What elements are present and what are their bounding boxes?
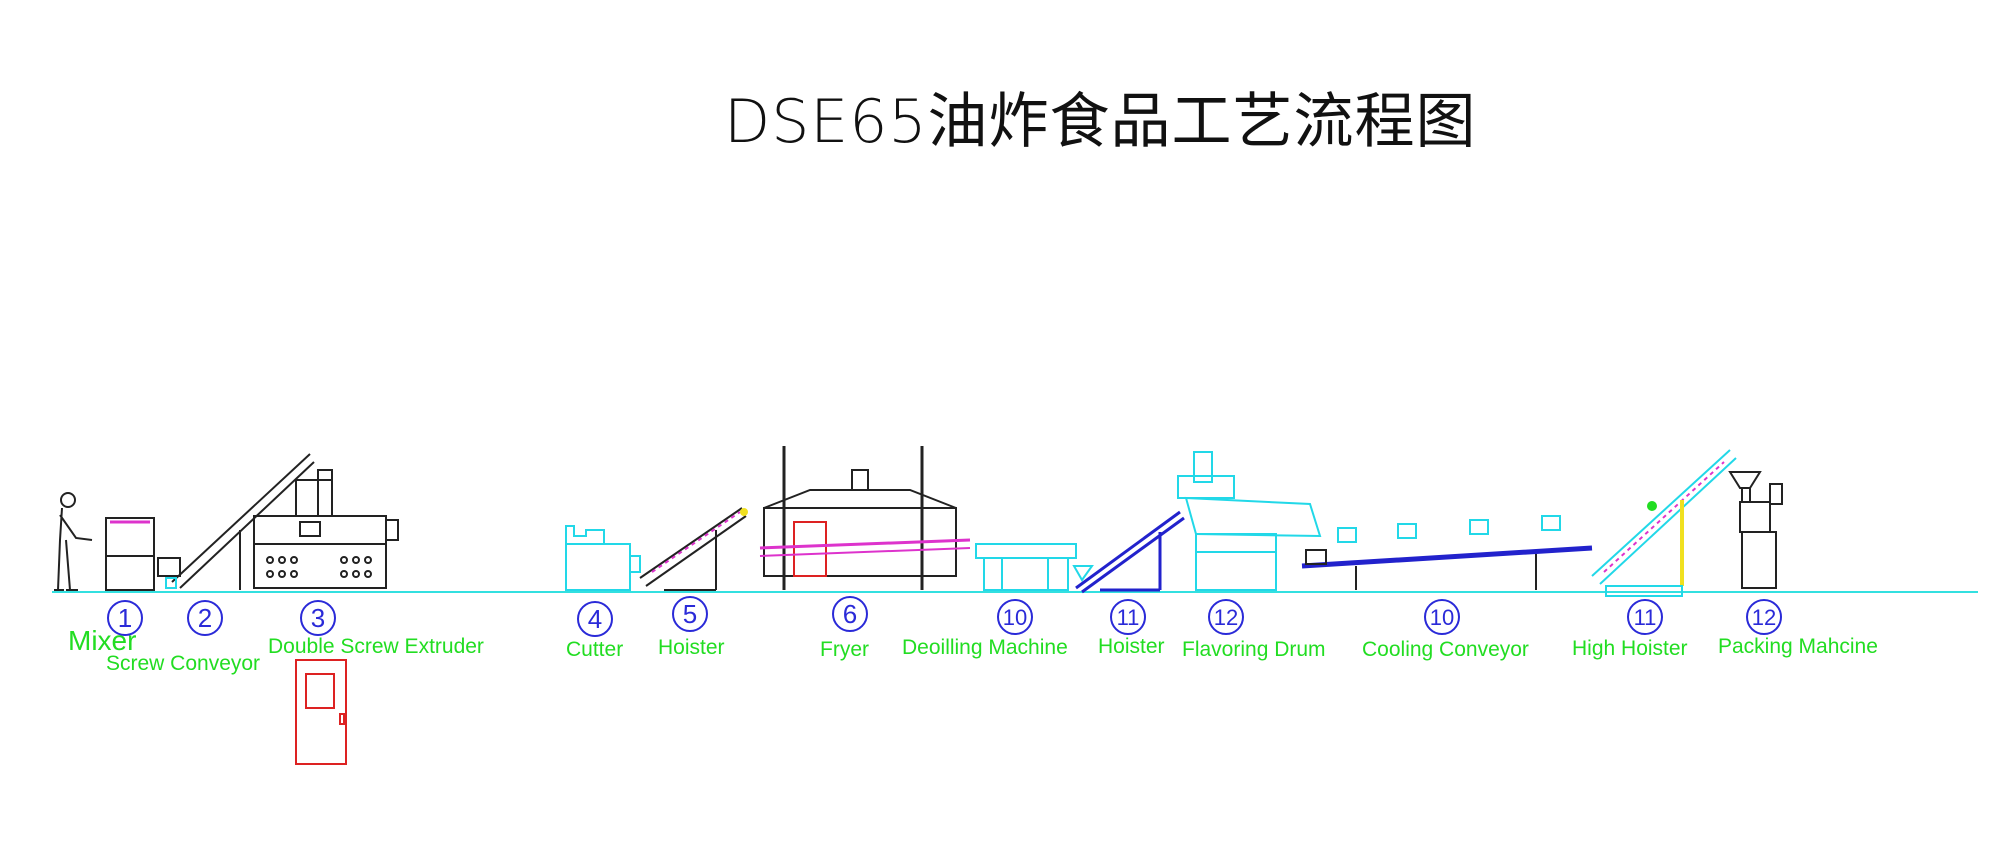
station-5: 5 Hoister [658,596,725,659]
operator-figure [54,492,93,591]
door-symbol [295,659,347,765]
station-number: 4 [588,604,602,634]
station-10: 10 Cooling Conveyor [1362,599,1529,661]
station-number: 2 [198,603,212,633]
station-label: Hoister [1098,635,1165,658]
flavoring-drum-machine [1177,451,1322,591]
station-label: Cooling Conveyor [1362,638,1529,661]
station-label: Double Screw Extruder [268,635,484,658]
station-11: 11 High Hoister [1572,599,1688,660]
fryer-machine [759,446,971,590]
station-number: 10 [1003,605,1027,630]
station-label: High Hoister [1572,637,1688,660]
cooling-conveyor-machine [1301,515,1593,590]
station-number: 12 [1214,605,1238,630]
deoiling-machine [975,543,1077,591]
station-6: 6 Fryer [820,596,869,661]
station-7: 10 Deoilling Machine [902,599,1068,659]
station-number: 12 [1752,605,1776,630]
high-hoister-machine [1591,449,1737,597]
hoister-blue-machine [1072,510,1185,594]
station-number: 6 [843,599,857,629]
station-number: 10 [1430,605,1454,630]
station-label: Flavoring Drum [1182,638,1326,661]
screw-conveyor-machine [157,453,315,590]
station-2: 2 Screw Conveyor [106,600,260,675]
cutter-machine [565,525,641,591]
station-9: 12 Flavoring Drum [1182,599,1326,661]
station-number: 11 [1634,605,1657,630]
station-label: Cutter [566,638,623,661]
station-number: 1 [118,603,132,633]
station-label: Mixer [68,625,136,656]
packing-machine [1728,471,1783,589]
station-number: 5 [683,599,697,629]
hoister-machine [639,507,748,591]
station-label: Hoister [658,636,725,659]
station-label: Screw Conveyor [106,652,260,675]
mixer-machine [105,517,155,591]
station-label: Packing Mahcine [1718,635,1878,658]
station-number: 11 [1117,605,1140,630]
station-12: 12 Packing Mahcine [1718,599,1878,658]
diagram-title: DSE65油炸食品工艺流程图 [724,87,1477,157]
station-label: Fryer [820,638,869,661]
extruder-machine [253,469,399,589]
station-number: 3 [311,603,325,633]
station-3: 3 Double Screw Extruder [268,600,484,658]
station-1: 1 Mixer [68,600,143,656]
station-label: Deoilling Machine [902,636,1068,659]
station-4: 4 Cutter [566,601,623,661]
station-8: 11 Hoister [1098,599,1165,658]
